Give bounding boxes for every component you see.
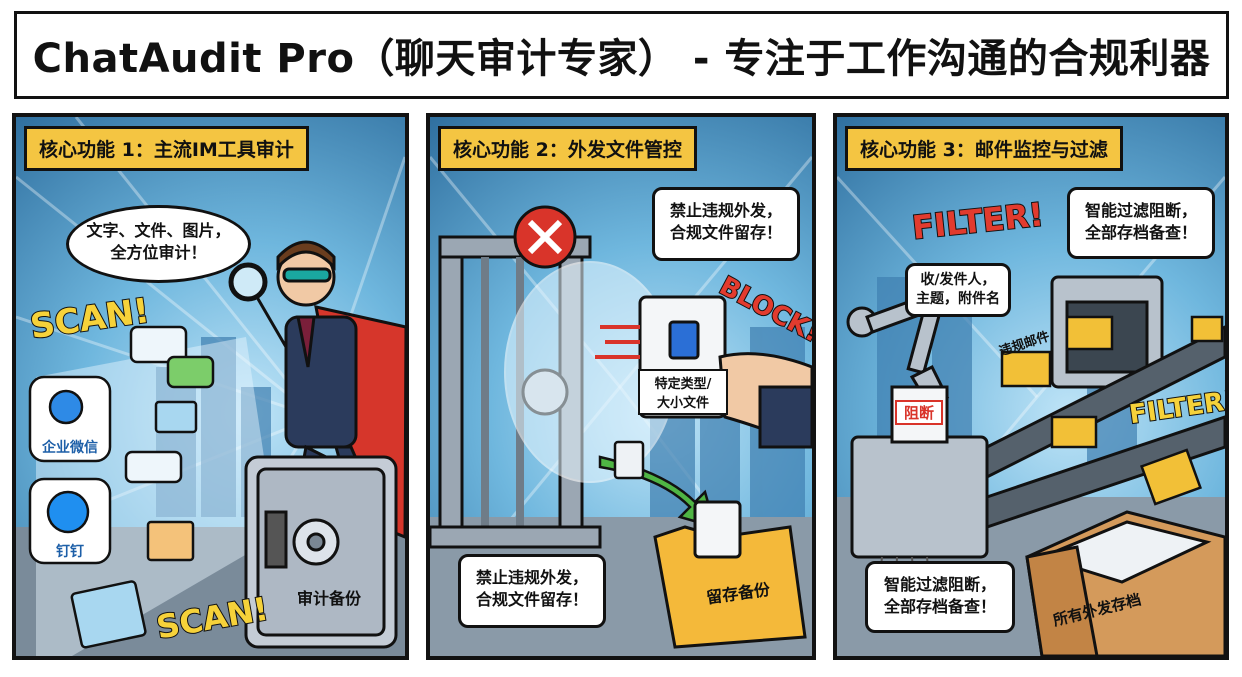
panel3-top-bubble-line1: 智能过滤阻断， xyxy=(1084,201,1197,220)
panel2-caption: 核心功能 2：外发文件管控 xyxy=(438,126,697,171)
panel3-bottom-bubble: 智能过滤阻断， 全部存档备查！ xyxy=(865,561,1015,633)
panel3-caption: 核心功能 3：邮件监控与过滤 xyxy=(845,126,1123,171)
panel2-doc-label-line2: 大小文件 xyxy=(656,396,709,411)
panel1-bubble-line2: 全方位审计！ xyxy=(110,242,207,262)
panel1-thought-bubble: 文字、文件、图片， 全方位审计！ xyxy=(66,205,251,283)
panel-im-audit: 核心功能 1：主流IM工具审计 文字、文件、图片， 全方位审计！ SCAN! S… xyxy=(12,113,409,660)
panel2-top-bubble-line1: 禁止违规外发， xyxy=(669,201,782,220)
title-banner: ChatAudit Pro（聊天审计专家） - 专注于工作沟通的合规利器 xyxy=(14,11,1229,99)
email-filter-illustration xyxy=(837,175,1225,656)
panel2-top-bubble-line2: 合规文件留存！ xyxy=(669,222,782,242)
panel3-top-bubble-line2: 全部存档备查！ xyxy=(1084,222,1197,242)
panel3-meta-line1: 收/发件人， xyxy=(920,272,996,288)
panel3-top-bubble: 智能过滤阻断， 全部存档备查！ xyxy=(1067,187,1215,259)
panel3-bottom-bubble-line2: 全部存档备查！ xyxy=(883,596,996,616)
panel1-caption: 核心功能 1：主流IM工具审计 xyxy=(24,126,309,171)
panel-file-control: 核心功能 2：外发文件管控 禁止违规外发， 合规文件留存！ BLOCK! 特定类… xyxy=(426,113,816,660)
panel2-doc-label: 特定类型/ 大小文件 xyxy=(638,369,728,415)
block-stamp: 阻断 xyxy=(895,400,943,425)
wecom-app-label: 企业微信 xyxy=(42,440,98,456)
panel3-metadata-bubble: 收/发件人， 主题，附件名 xyxy=(905,263,1011,317)
panel2-bottom-bubble: 禁止违规外发， 合规文件留存！ xyxy=(458,554,606,628)
panel-email-filter: 核心功能 3：邮件监控与过滤 FILTER! FILTER! 智能过滤阻断， 全… xyxy=(833,113,1229,660)
dingtalk-app-label: 钉钉 xyxy=(56,544,84,560)
panel3-bottom-bubble-line1: 智能过滤阻断， xyxy=(883,575,996,594)
panel3-meta-line2: 主题，附件名 xyxy=(916,290,1000,307)
im-audit-illustration xyxy=(16,117,405,656)
page-title: ChatAudit Pro（聊天审计专家） - 专注于工作沟通的合规利器 xyxy=(32,36,1211,82)
panel2-doc-label-line1: 特定类型/ xyxy=(654,377,712,392)
panel1-bubble-line1: 文字、文件、图片， xyxy=(86,221,231,240)
panel2-top-bubble: 禁止违规外发， 合规文件留存！ xyxy=(652,187,800,261)
panel2-bottom-bubble-line1: 禁止违规外发， xyxy=(475,568,588,587)
panel2-bottom-bubble-line2: 合规文件留存！ xyxy=(475,589,588,609)
safe-label: 审计备份 xyxy=(296,589,361,608)
